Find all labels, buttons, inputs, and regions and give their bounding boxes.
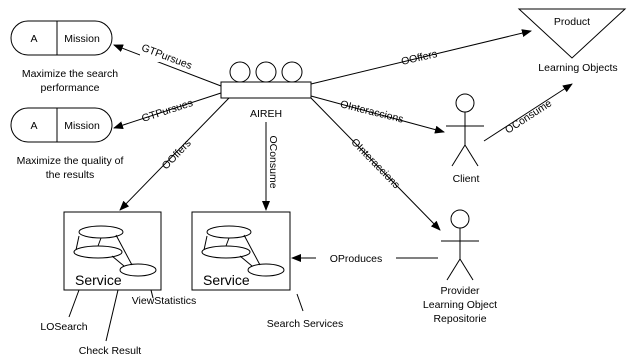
client-label: Client (453, 173, 480, 185)
product-caption: Learning Objects (538, 62, 617, 74)
service-2-label: Service (203, 272, 250, 288)
provider-actor: Provider Learning Object Repositorie (423, 209, 497, 325)
mission-1-glyph: A (30, 33, 37, 45)
product-label: Product (554, 16, 590, 28)
relation-offers-service (119, 97, 230, 211)
service-1: Service LOSearch Check Result ViewStatis… (40, 211, 197, 357)
agent-label: AIREH (250, 108, 282, 120)
service-2: Service Search Services (191, 211, 343, 330)
mission-2: A Mission Maximize the quality of the re… (10, 107, 124, 181)
mission-1-label: Mission (64, 33, 100, 45)
mission-1-caption-line-2: performance (41, 82, 100, 94)
relation-consume-service-label: OConsume (267, 135, 279, 188)
relation-interactions-client (310, 95, 445, 134)
mission-2-caption-line-1: Maximize the quality of (17, 155, 124, 167)
provider-line-1: Provider (440, 285, 480, 297)
relation-interactions-provider (310, 97, 441, 231)
service-1-annotation-losearch: LOSearch (40, 321, 87, 333)
relation-interactions-provider-label: OInteraccions (348, 136, 402, 191)
relation-produces-label: OProduces (330, 253, 383, 265)
agent-aireh: AIREH (220, 61, 312, 120)
relation-pursues-2 (113, 92, 222, 130)
client-actor: Client (446, 93, 484, 185)
service-1-annotation-view-statistics: ViewStatistics (132, 295, 197, 307)
service-1-annotation-check-result: Check Result (79, 345, 142, 357)
relation-consume-client (483, 83, 573, 142)
relation-produces-label-bg (316, 251, 396, 265)
relation-offers-service-label: OOffers (160, 137, 194, 172)
relation-interactions-client-label: OInteraccions (339, 98, 405, 125)
service-1-label: Service (75, 272, 122, 288)
relation-pursues-1 (113, 44, 222, 87)
mission-1: A Mission Maximize the search performanc… (10, 20, 118, 94)
mission-2-caption-line-2: the results (46, 169, 94, 181)
service-2-annotation-search-services: Search Services (267, 318, 343, 330)
relation-offers-product-label: OOffers (400, 48, 438, 68)
provider-line-2: Learning Object (423, 299, 497, 311)
relation-pursues-2-label: GTPursues (140, 97, 194, 125)
relation-consume-client-label: OConsume (503, 97, 554, 136)
mission-2-glyph: A (30, 120, 37, 132)
product: Product Learning Objects (517, 8, 627, 74)
relation-pursues-1-label-bg (140, 50, 194, 62)
relation-offers-product (310, 29, 532, 85)
provider-line-3: Repositorie (433, 313, 486, 325)
mission-2-label: Mission (64, 120, 100, 132)
mission-1-caption-line-1: Maximize the search (22, 68, 118, 80)
